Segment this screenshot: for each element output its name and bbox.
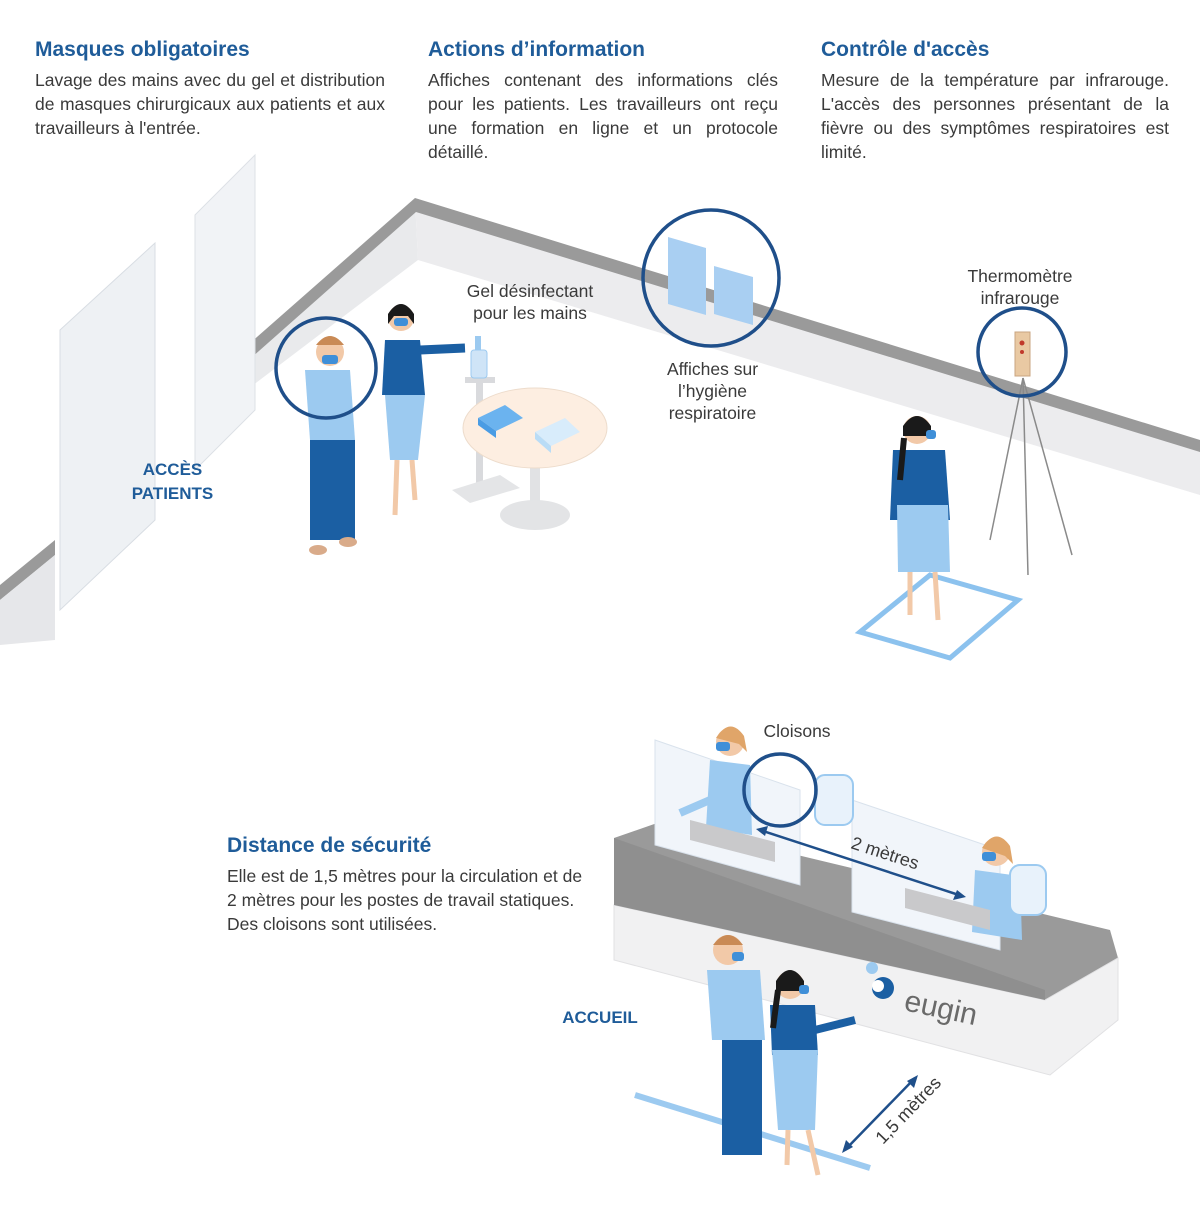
desk-monitors <box>690 820 990 930</box>
section-masks: Masques obligatoires Lavage des mains av… <box>35 38 385 140</box>
man-with-mask-figure <box>305 336 357 555</box>
one-half-meter-arrow <box>842 1075 918 1153</box>
section-information: Actions d’information Affiches contenant… <box>428 38 778 164</box>
highlight-circle-mask <box>274 316 378 420</box>
section-information-body: Affiches contenant des informations clés… <box>428 70 778 162</box>
visitor-man-figure <box>707 935 765 1155</box>
label-partitions: Cloisons <box>763 721 831 741</box>
staff-woman-figure <box>382 304 466 516</box>
label-posters-line2: l’hygiène <box>677 381 748 401</box>
label-thermometer-line1: Thermomètre <box>967 266 1073 286</box>
section-masks-body: Lavage des mains avec du gel et distribu… <box>35 70 385 138</box>
area-label-patients-line1: ACCÈS <box>142 460 203 479</box>
label-posters-line3: respiratoire <box>668 403 757 423</box>
posters-illustration <box>668 237 753 325</box>
two-meter-arrow <box>756 826 966 900</box>
thermometer-tripod <box>989 331 1073 576</box>
section-access-title: Contrôle d'accès <box>821 38 990 61</box>
section-distance-title: Distance de sécurité <box>227 834 432 857</box>
area-label-reception: ACCUEIL <box>562 1008 638 1027</box>
tissue-table <box>462 387 608 530</box>
eugin-logo-mark <box>866 962 894 999</box>
section-access: Contrôle d'accès Mesure de la températur… <box>821 38 1169 164</box>
section-masks-title: Masques obligatoires <box>35 38 250 61</box>
section-distance: Distance de sécurité Elle est de 1,5 mèt… <box>227 834 587 936</box>
back-wall <box>240 198 1200 495</box>
label-thermometer-line2: infrarouge <box>980 288 1060 308</box>
floor-marking-square <box>854 572 1024 661</box>
highlight-circle-partitions <box>742 752 818 828</box>
entrance-doors <box>0 153 256 645</box>
section-access-body: Mesure de la température par infrarouge.… <box>821 70 1169 162</box>
label-gel-line2: pour les mains <box>473 303 587 323</box>
label-gel-line1: Gel désinfectant <box>466 281 594 301</box>
label-thermometer: Thermomètre infrarouge <box>945 265 1095 309</box>
section-distance-body: Elle est de 1,5 mètres pour la circulati… <box>227 866 583 934</box>
label-posters-line1: Affiches sur <box>666 359 759 379</box>
label-posters: Affiches sur l’hygiène respiratoire <box>640 358 785 424</box>
visitor-woman-figure <box>770 970 856 1176</box>
area-label-patients: ACCÈS PATIENTS <box>110 458 235 506</box>
desk-chairs <box>814 774 1047 916</box>
patient-woman-figure <box>890 416 950 621</box>
receptionist-left-figure <box>678 726 752 835</box>
section-information-title: Actions d’information <box>428 38 645 61</box>
area-label-patients-line2: PATIENTS <box>131 484 214 503</box>
highlight-circle-posters <box>641 208 781 348</box>
highlight-circle-thermometer <box>976 306 1068 398</box>
label-gel: Gel désinfectant pour les mains <box>445 280 615 324</box>
